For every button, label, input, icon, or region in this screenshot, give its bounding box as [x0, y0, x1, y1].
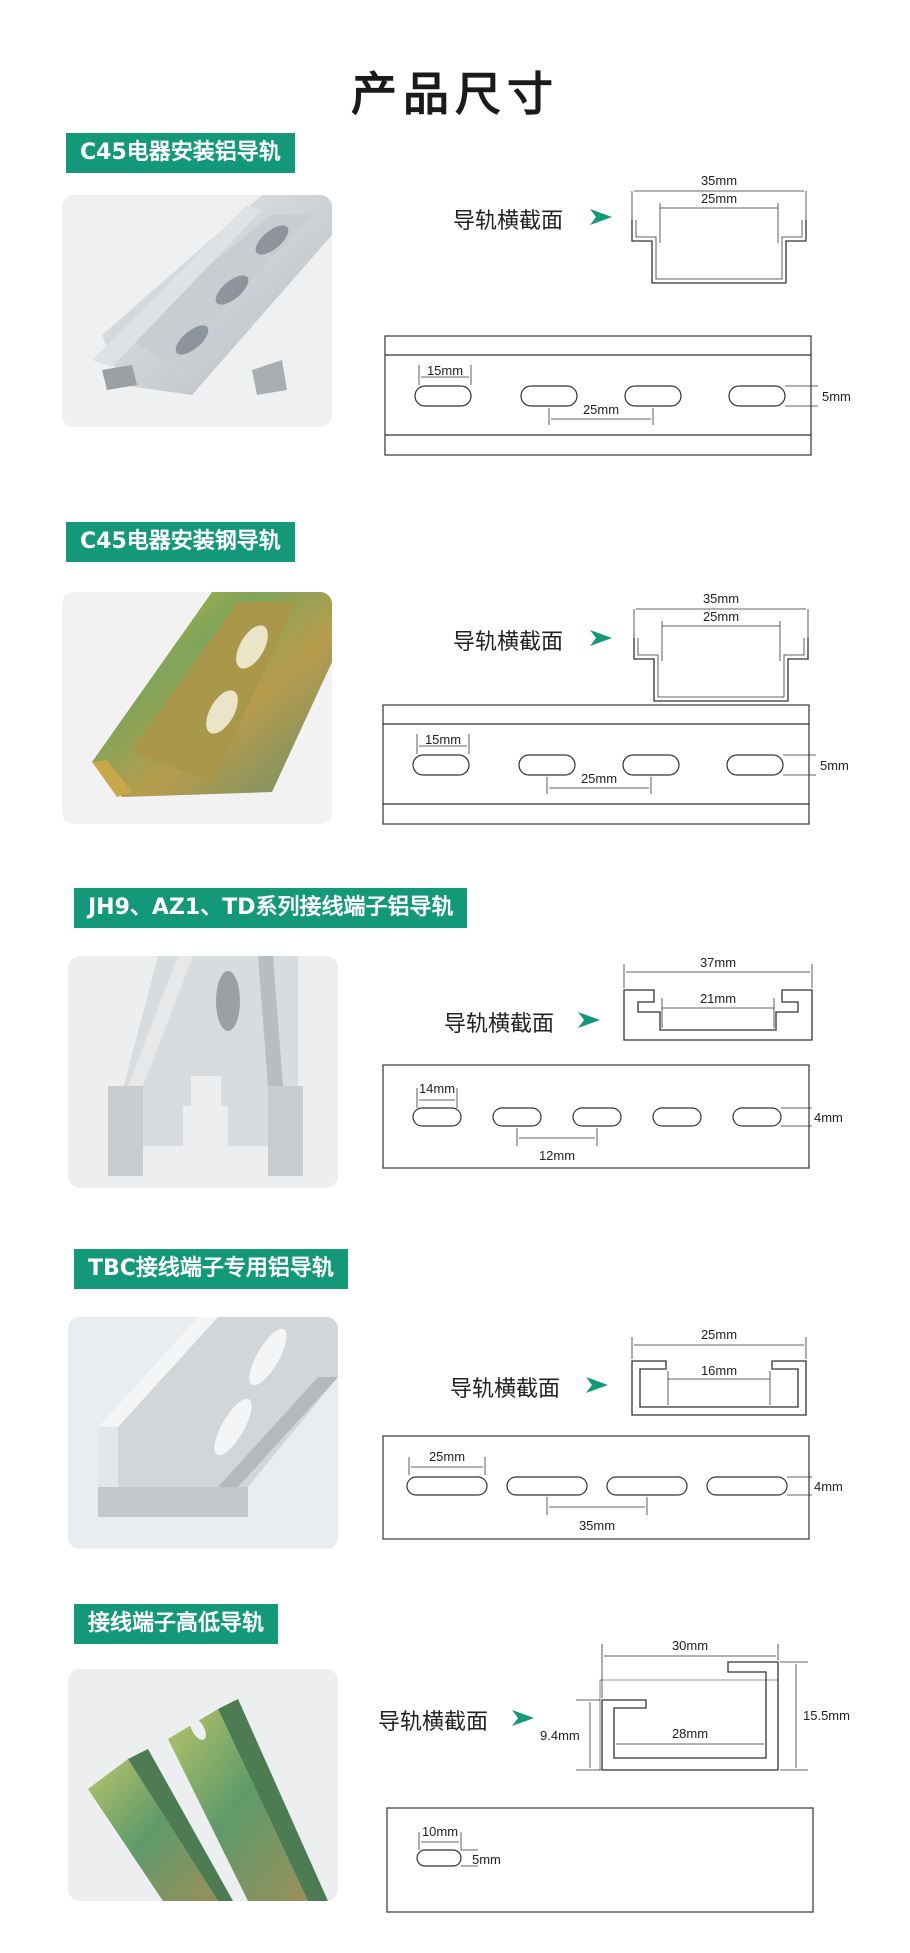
cross-section-drawing: 35mm 25mm 15mm 25mm 5mm — [382, 591, 849, 825]
slot-pitch-dim: 12mm — [539, 1148, 575, 1163]
cross-section-drawing: 30mm 28mm 9.4mm 15.5mm 10mm 5mm — [386, 1638, 850, 1913]
cross-section-drawing: 37mm 21mm 14mm 12mm 4mm — [382, 955, 843, 1169]
section-high-low-rail: 接线端子高低导轨 导轨横截面 — [0, 1604, 910, 1934]
arrow-right-icon — [578, 1012, 600, 1028]
cs-right-height-dim: 15.5mm — [803, 1708, 850, 1723]
slot-pitch-dim: 25mm — [581, 771, 617, 786]
cs-inner-dim: 28mm — [672, 1726, 708, 1741]
product-photo — [68, 1317, 338, 1549]
cross-section-drawing: 25mm 16mm 25mm 35mm 4mm — [382, 1327, 843, 1540]
slot-length-dim: 15mm — [427, 363, 463, 378]
arrow-right-icon — [586, 1377, 608, 1393]
cs-outer-dim: 30mm — [672, 1638, 708, 1653]
section-c45-steel: C45电器安装钢导轨 导轨横截面 — [0, 522, 910, 852]
slot-pitch-dim: 25mm — [583, 402, 619, 417]
cross-section-label: 导轨横截面 — [444, 1012, 555, 1037]
slot-pitch-dim: 35mm — [579, 1518, 615, 1533]
slot-width-dim: 4mm — [814, 1479, 843, 1494]
cs-inner-dim: 16mm — [701, 1363, 737, 1378]
slot-length-dim: 25mm — [429, 1449, 465, 1464]
slot-length-dim: 15mm — [425, 732, 461, 747]
cs-inner-dim: 25mm — [701, 191, 737, 206]
cross-section-label: 导轨横截面 — [378, 1710, 489, 1735]
section-title: C45电器安装钢导轨 — [66, 522, 295, 562]
section-tbc: TBC接线端子专用铝导轨 导轨横截面 25mm 16mm — [0, 1249, 910, 1579]
section-title: TBC接线端子专用铝导轨 — [74, 1249, 348, 1289]
slot-width-dim: 5mm — [822, 389, 851, 404]
cs-inner-dim: 21mm — [700, 991, 736, 1006]
cs-outer-dim: 35mm — [703, 591, 739, 606]
product-photo — [62, 592, 332, 824]
cs-outer-dim: 37mm — [700, 955, 736, 970]
arrow-right-icon — [590, 630, 612, 646]
section-jh9-az1-td: JH9、AZ1、TD系列接线端子铝导轨 导轨横截面 37mm 21mm — [0, 888, 910, 1218]
cs-inner-dim: 25mm — [703, 609, 739, 624]
product-photo — [68, 1669, 338, 1901]
slot-length-dim: 14mm — [419, 1081, 455, 1096]
cross-section-label: 导轨横截面 — [453, 209, 564, 234]
section-title: C45电器安装铝导轨 — [66, 133, 295, 173]
page-title: 产品尺寸 — [351, 67, 559, 121]
product-photo — [62, 195, 332, 427]
arrow-right-icon — [590, 209, 612, 225]
slot-width-dim: 4mm — [814, 1110, 843, 1125]
cross-section-drawing: 35mm 25mm 15mm 25mm 5mm — [384, 173, 851, 456]
product-photo — [68, 956, 338, 1188]
section-title: 接线端子高低导轨 — [74, 1604, 279, 1644]
section-title: JH9、AZ1、TD系列接线端子铝导轨 — [74, 888, 468, 928]
cs-outer-dim: 25mm — [701, 1327, 737, 1342]
section-c45-aluminum: C45电器安装铝导轨 导轨横截面 — [0, 133, 910, 463]
slot-width-dim: 5mm — [472, 1852, 501, 1867]
cross-section-label: 导轨横截面 — [450, 1377, 561, 1402]
slot-length-dim: 10mm — [422, 1824, 458, 1839]
slot-width-dim: 5mm — [820, 758, 849, 773]
cross-section-label: 导轨横截面 — [453, 630, 564, 655]
arrow-right-icon — [512, 1710, 534, 1726]
cs-left-height-dim: 9.4mm — [540, 1728, 580, 1743]
cs-outer-dim: 35mm — [701, 173, 737, 188]
